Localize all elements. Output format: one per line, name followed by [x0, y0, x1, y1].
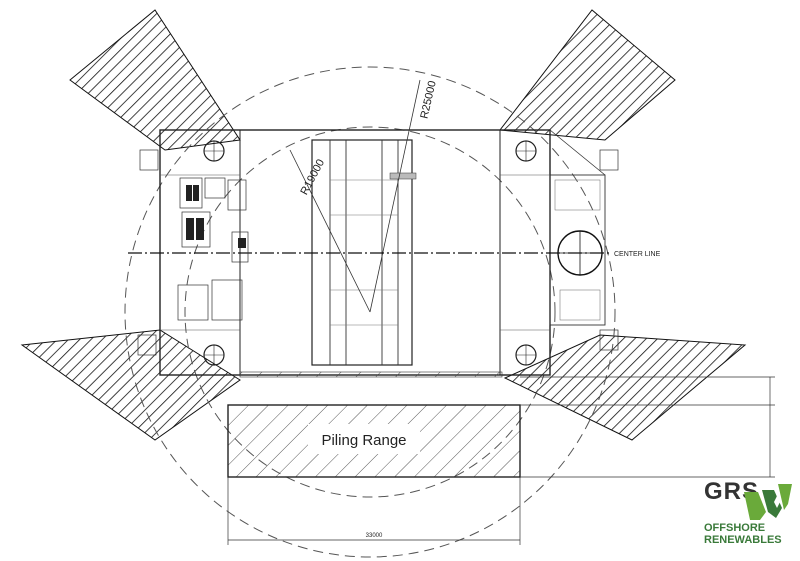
logo-line-renewables: RENEWABLES — [704, 534, 782, 546]
logo-wave-icon — [744, 484, 792, 520]
radius-circle-outer — [124, 66, 616, 558]
piling-range-label: Piling Range — [321, 432, 406, 449]
radius-line-inner — [289, 149, 371, 313]
radius-line-outer — [369, 79, 421, 313]
radius-inner-label: R19000 — [298, 157, 327, 197]
leg-zone-bottom-right — [503, 334, 747, 441]
grs-logo: GRS OFFSHORE RENEWABLES — [700, 478, 796, 550]
leg-zone-bottom-left — [20, 329, 241, 441]
center-line-label: CENTER LINE — [614, 251, 661, 258]
radius-outer-label: R25000 — [418, 80, 438, 120]
width-dimension-label: 33000 — [366, 533, 383, 539]
equipment-area — [137, 149, 619, 356]
radius-circle-inner — [184, 126, 556, 498]
leg-zone-top-right — [499, 9, 676, 141]
logo-line-offshore: OFFSHORE — [704, 522, 766, 534]
leg-zone-top-left — [69, 9, 241, 151]
